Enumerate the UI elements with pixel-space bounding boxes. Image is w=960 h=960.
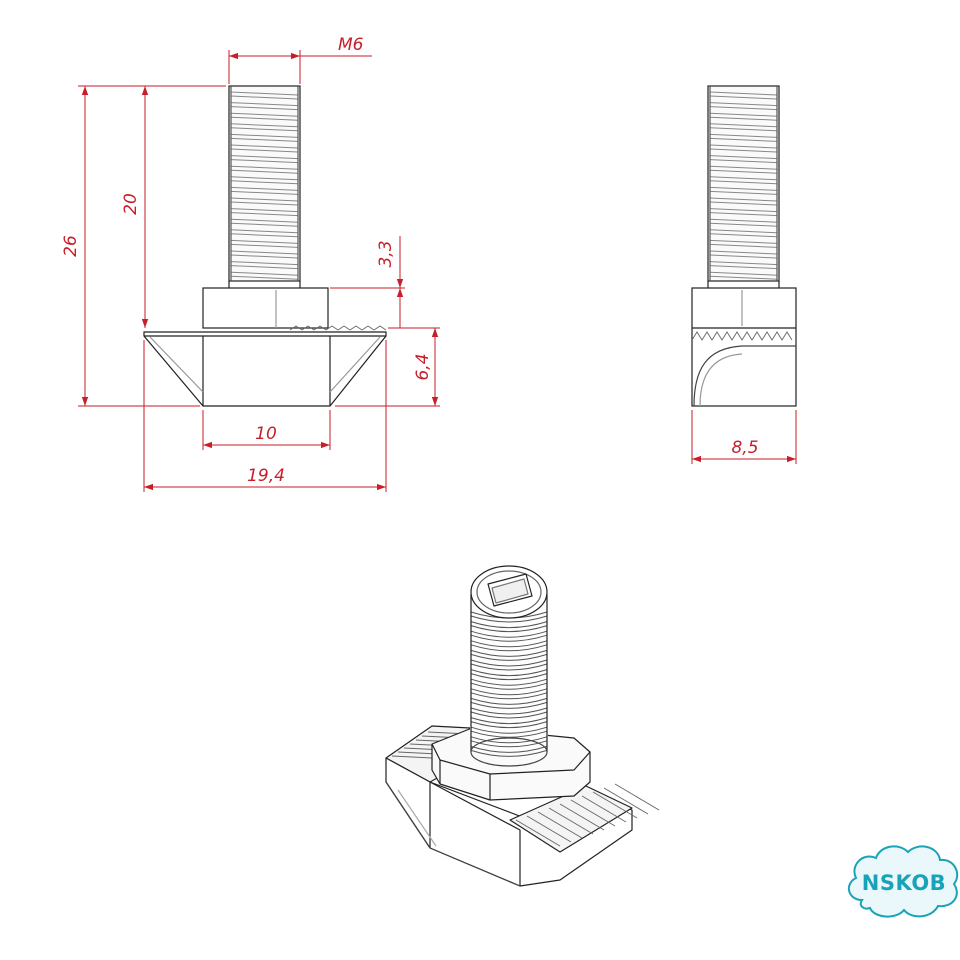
iso-threads-line (470, 621, 548, 633)
iso-threads-line (470, 678, 548, 690)
isometric-view (385, 565, 660, 887)
thread-size-label: M6 (338, 35, 364, 55)
front-threads-line (230, 176, 299, 185)
watermark-text: NSKOB (862, 871, 946, 895)
front-view-bolt-head (202, 281, 329, 329)
side-threads-line (709, 261, 778, 270)
side-threads-line (709, 102, 778, 111)
iso-threads-line (470, 640, 548, 652)
head-height-label: 3,3 (376, 240, 396, 267)
front-threads-line (230, 261, 299, 270)
side-threads-line (709, 112, 778, 121)
front-threads-line (230, 165, 299, 174)
front-threads-line (230, 133, 299, 142)
side-view-dimensions (691, 410, 797, 464)
iso-threads-line (470, 697, 548, 709)
front-threads-line (230, 208, 299, 217)
side-threads-line (709, 144, 778, 153)
front-threads-line (230, 123, 299, 132)
front-threads-line (230, 229, 299, 238)
iso-right-ridges-line (537, 811, 583, 839)
iso-nut-right-serration (509, 783, 660, 853)
iso-left-ridges-line (397, 751, 439, 755)
total-height-label: 26 (61, 235, 81, 257)
iso-right-ridges-line (592, 791, 638, 819)
iso-threads-line (470, 688, 548, 700)
side-threads-line (709, 250, 778, 259)
side-threads-line (709, 186, 778, 195)
front-threads-line (230, 271, 299, 280)
watermark-logo: NSKOB (847, 845, 959, 918)
iso-right-ridges-line (614, 783, 660, 811)
base-width-label: 10 (255, 424, 277, 444)
front-threads-line (230, 197, 299, 206)
front-view-dimensions (78, 50, 440, 492)
iso-threads-line (470, 630, 548, 642)
side-threads-line (709, 218, 778, 227)
front-threads-line (230, 239, 299, 248)
iso-threads-line (470, 736, 548, 748)
front-view (143, 85, 387, 407)
front-view-bolt-shank (228, 85, 301, 282)
iso-right-ridges-line (570, 799, 616, 827)
side-width-label: 8,5 (731, 438, 758, 458)
front-view-hammer-nut (143, 325, 387, 407)
front-threads-line (230, 218, 299, 227)
nut-height-label: 6,4 (413, 353, 433, 380)
iso-nut-body (385, 757, 633, 887)
front-threads-line (230, 102, 299, 111)
iso-right-ridges-line (581, 795, 627, 823)
front-threads-line (230, 250, 299, 259)
side-threads-line (709, 133, 778, 142)
front-threads-line (230, 155, 299, 164)
side-view (691, 85, 797, 407)
iso-threads-line (470, 745, 548, 757)
side-view-bolt-shank (707, 85, 780, 288)
iso-right-ridges-line (603, 787, 649, 815)
side-threads-line (709, 91, 778, 100)
iso-right-ridges-line (559, 803, 605, 831)
iso-threads-line (470, 669, 548, 681)
side-threads-line (709, 176, 778, 185)
side-threads-line (709, 271, 778, 280)
front-threads-line (230, 186, 299, 195)
side-threads-line (709, 155, 778, 164)
iso-bolt-shank (470, 565, 548, 767)
iso-threads-line (470, 707, 548, 719)
side-threads-line (709, 165, 778, 174)
iso-right-ridges-line (526, 815, 572, 843)
front-threads-line (230, 91, 299, 100)
side-threads-line (709, 239, 778, 248)
iso-threads-line (470, 649, 548, 661)
side-threads-line (709, 197, 778, 206)
iso-threads-line (470, 717, 548, 729)
front-view-labels: M6 26 20 3,3 6,4 10 19,4 (61, 35, 433, 486)
side-threads-line (709, 208, 778, 217)
iso-threads-line (470, 659, 548, 671)
front-threads-line (230, 144, 299, 153)
total-width-label: 19,4 (247, 466, 285, 486)
bolt-length-label: 20 (121, 193, 141, 215)
side-view-head-and-nut (691, 287, 797, 407)
iso-right-ridges-line (548, 807, 594, 835)
iso-left-ridges-line (391, 755, 433, 759)
side-threads-line (709, 229, 778, 238)
iso-threads-line (470, 726, 548, 738)
iso-right-ridges-line (515, 819, 561, 847)
front-threads-line (230, 112, 299, 121)
side-threads-line (709, 123, 778, 132)
